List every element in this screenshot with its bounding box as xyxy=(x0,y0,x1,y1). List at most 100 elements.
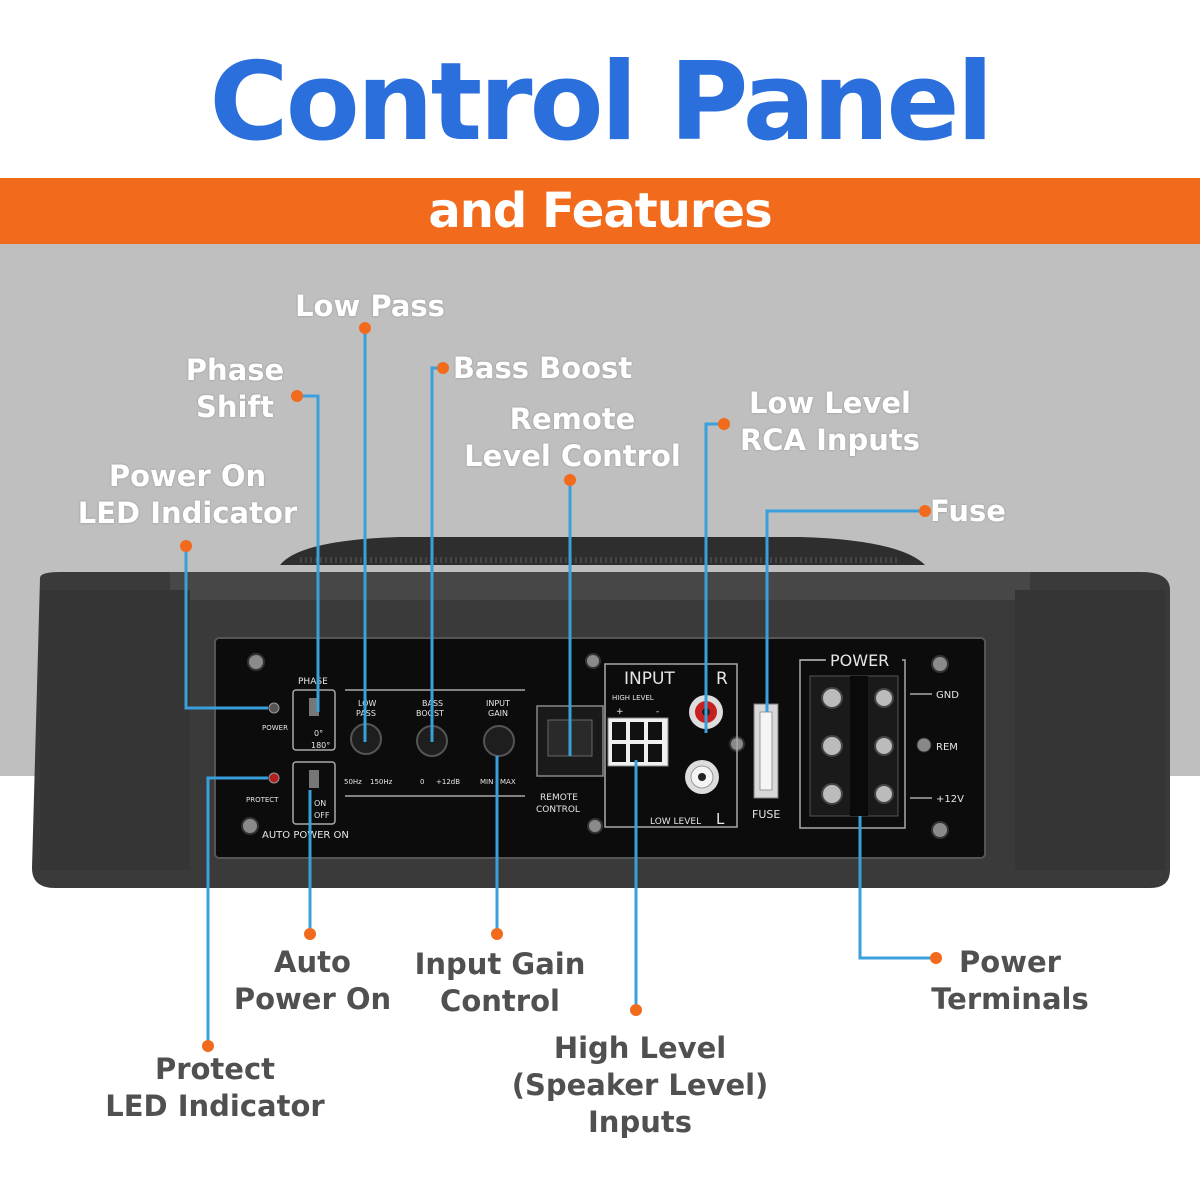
rem-terminal-screw[interactable] xyxy=(821,735,843,757)
fuse-element xyxy=(759,711,773,791)
fuse-callout-text: Fuse xyxy=(930,494,1006,528)
gnd-label: GND xyxy=(936,690,959,701)
fuse-callout: Fuse xyxy=(930,493,1020,530)
plus12v-terminal-screw[interactable] xyxy=(874,784,894,804)
gnd-terminal-screw[interactable] xyxy=(874,688,894,708)
callout-dot-remote xyxy=(564,474,576,486)
rem-terminal-screw[interactable] xyxy=(874,736,894,756)
terminal-leader-lines xyxy=(910,693,932,799)
high-level-line-3: Inputs xyxy=(588,1105,692,1139)
phase-switch-knob[interactable] xyxy=(309,698,319,716)
bass-boost-label-2: BOOST xyxy=(416,709,444,718)
low-pass-max: 150Hz xyxy=(370,778,393,786)
phase-shift-line-1: Phase xyxy=(185,353,285,387)
callout-line-power-led xyxy=(184,546,268,710)
plus12v-terminal-screw[interactable] xyxy=(821,783,843,805)
gnd-terminal-screw[interactable] xyxy=(821,687,843,709)
callout-dot-phase xyxy=(291,390,303,402)
input-gain-label-2: GAIN xyxy=(488,709,508,718)
bass-boost-max: +12dB xyxy=(436,778,460,786)
low-pass-label: LOW xyxy=(358,699,376,708)
input-gain-max: MAX xyxy=(500,778,516,786)
power-on-led-line-2: LED Indicator xyxy=(77,496,298,530)
protect-led-label: PROTECT xyxy=(246,796,279,804)
high-level-line-1: High Level xyxy=(553,1031,727,1065)
screw-icon xyxy=(585,653,601,669)
screw-icon xyxy=(931,821,949,839)
callout-line-power-terminals xyxy=(858,816,936,960)
protect-led-line-2: LED Indicator xyxy=(105,1089,325,1123)
subtitle-text: and Features xyxy=(428,183,772,239)
remote-label-2: CONTROL xyxy=(536,805,580,815)
remote-level-line-1: Remote xyxy=(509,402,636,436)
low-pass-callout-text: Low Pass xyxy=(295,289,445,323)
callout-line-protect-led xyxy=(206,776,268,1046)
rem-led-icon xyxy=(916,737,932,753)
auto-power-on-line-2: Power On xyxy=(233,982,392,1016)
power-led-icon xyxy=(268,702,280,714)
power-terminals-line-1: Power xyxy=(959,945,1061,979)
input-frame xyxy=(604,663,738,828)
callout-dot-power-led xyxy=(180,540,192,552)
auto-off-label: OFF xyxy=(314,811,330,820)
auto-on-label: ON xyxy=(314,799,326,808)
rca-left-pin xyxy=(698,773,706,781)
callout-dot-auto-power xyxy=(304,928,316,940)
remote-level-line-2: Level Control xyxy=(464,439,681,473)
auto-power-on-label: AUTO POWER ON xyxy=(262,830,349,841)
power-on-led-line-1: Power On xyxy=(108,459,267,493)
auto-power-switch-knob[interactable] xyxy=(309,770,319,788)
callout-dot-power-terminals xyxy=(930,952,942,964)
screw-icon xyxy=(931,655,949,673)
input-title: INPUT xyxy=(624,669,675,689)
power-terminals-line-2: Terminals xyxy=(931,982,1089,1016)
plus12v-label: +12V xyxy=(936,794,964,805)
high-level-callout: High Level(Speaker Level)Inputs xyxy=(500,1030,780,1141)
bass-boost-min: 0 xyxy=(420,778,424,786)
chassis-left-end xyxy=(40,590,190,870)
callout-line-fuse xyxy=(765,509,925,712)
callout-dot-high-level xyxy=(630,1004,642,1016)
input-l-label: L xyxy=(716,810,725,828)
auto-power-on-line-1: Auto xyxy=(274,945,351,979)
chassis-right-end xyxy=(1015,590,1165,870)
power-title-bg xyxy=(826,650,902,670)
screw-icon xyxy=(241,817,259,835)
auto-power-switch[interactable] xyxy=(292,761,336,825)
input-gain-label: INPUT xyxy=(486,699,510,708)
high-plus-label: + xyxy=(616,707,624,717)
input-gain-knob[interactable] xyxy=(483,725,515,757)
rem-label: REM xyxy=(936,742,958,753)
phase-180-label: 180° xyxy=(311,741,330,750)
high-level-label: HIGH LEVEL xyxy=(612,694,654,702)
power-title: POWER xyxy=(830,651,889,670)
screw-icon xyxy=(247,653,265,671)
fuse-panel-label: FUSE xyxy=(752,808,780,821)
callout-dot-rca xyxy=(718,418,730,430)
bass-boost-callout-text: Bass Boost xyxy=(452,351,633,385)
chassis-top-lip xyxy=(170,572,1030,600)
callout-dot-bass-boost xyxy=(437,362,449,374)
remote-label: REMOTE xyxy=(540,793,578,803)
terminal-divider xyxy=(850,676,868,816)
page-title: Control Panel xyxy=(209,40,993,165)
phase-label: PHASE xyxy=(298,677,328,687)
phase-switch[interactable] xyxy=(292,689,336,751)
protect-led-line-1: Protect xyxy=(154,1052,276,1086)
power-led-label: POWER xyxy=(262,724,288,732)
input-r-label: R xyxy=(716,669,728,689)
subtitle-banner: and Features xyxy=(0,178,1200,244)
protect-led-icon xyxy=(268,772,280,784)
screw-icon xyxy=(587,818,603,834)
input-gain-line-1: Input Gain xyxy=(414,947,586,981)
callout-line-phase xyxy=(297,394,320,712)
